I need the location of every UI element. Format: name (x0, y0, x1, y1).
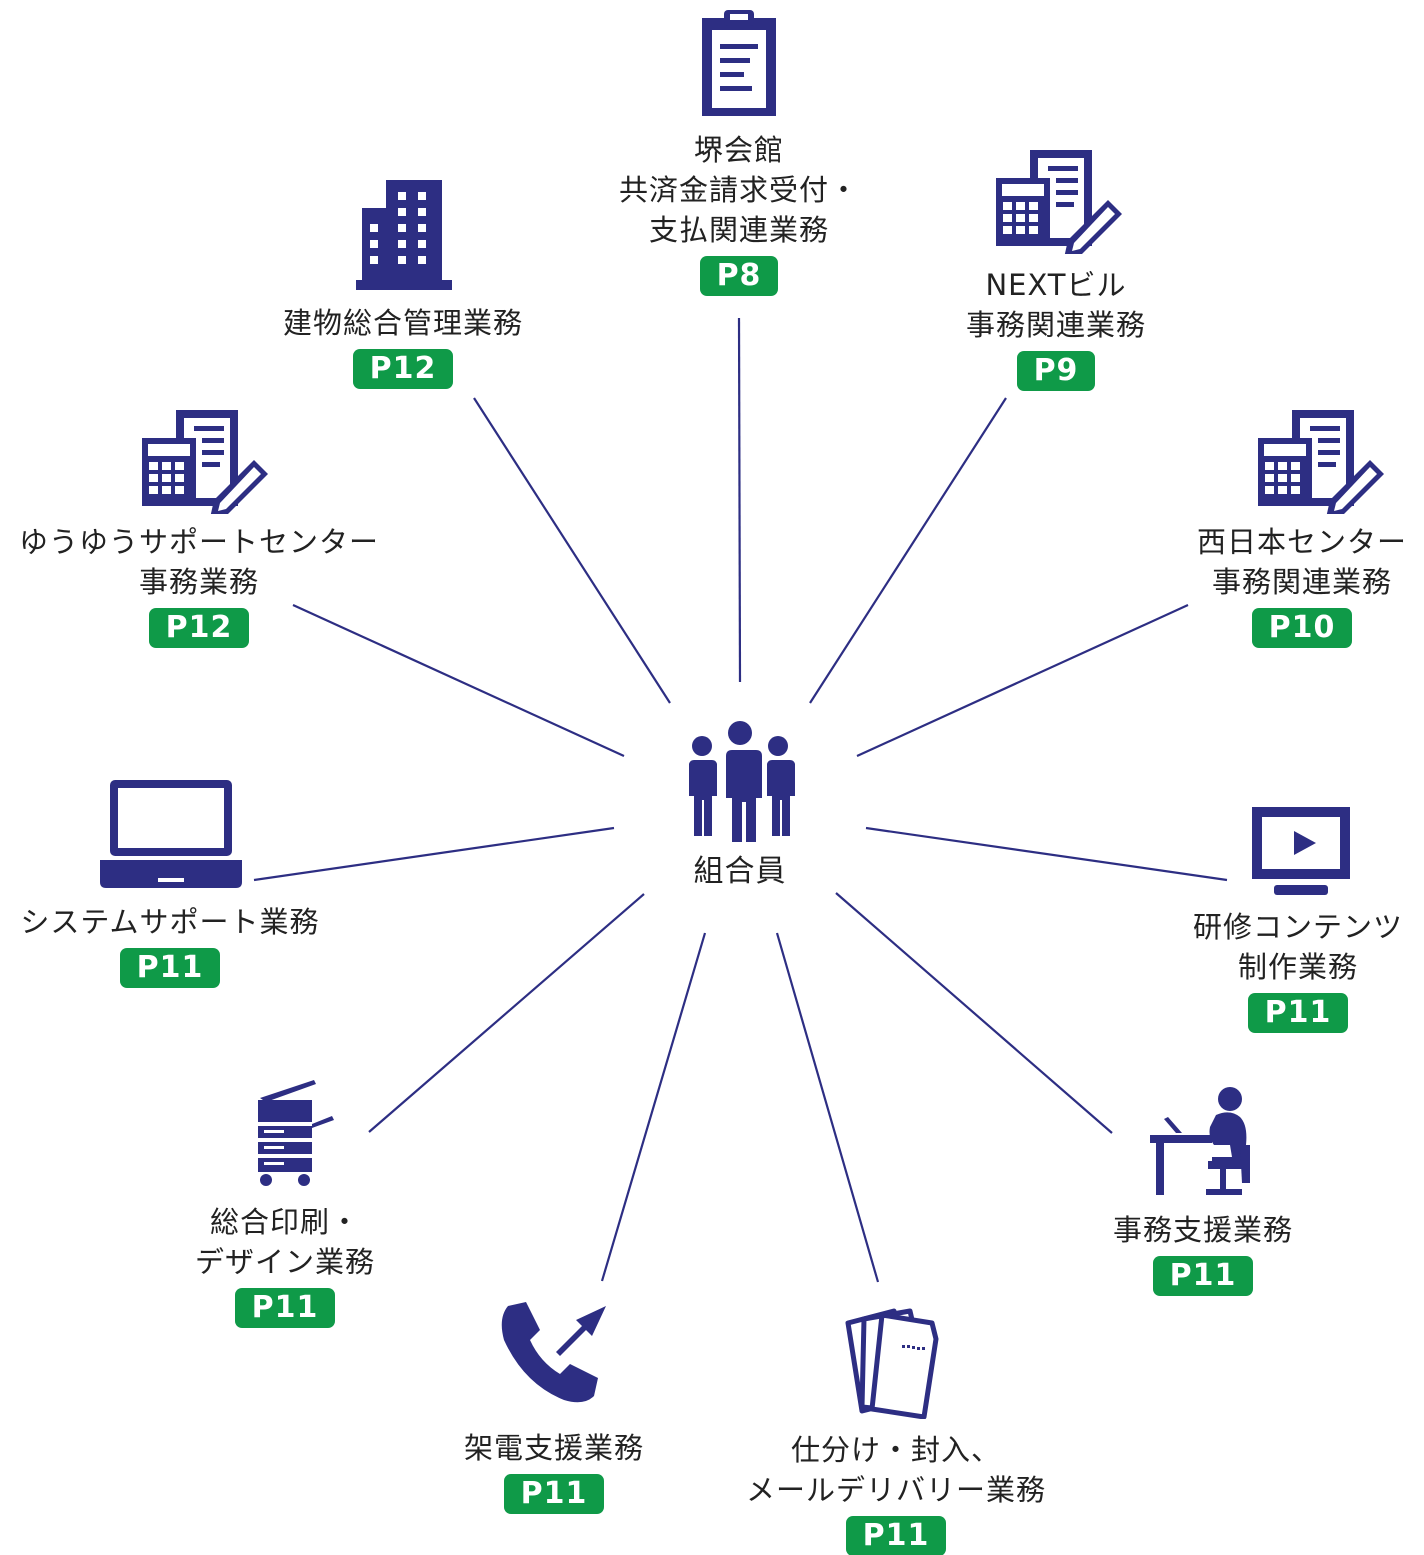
node-tatemono: 建物総合管理業務 P12 (243, 303, 563, 389)
label-line: システムサポート業務 (20, 905, 320, 939)
copier-icon (258, 1080, 334, 1186)
node-label: 仕分け・封入、 メールデリバリー業務 (746, 1430, 1046, 1510)
connector-tatemono (473, 397, 671, 704)
page-badge[interactable]: P11 (1247, 993, 1349, 1033)
connector-insatsu (368, 893, 645, 1133)
label-line: 事務関連業務 (965, 308, 1146, 342)
label-line: 架電支援業務 (463, 1431, 644, 1465)
page-badge[interactable]: P10 (1251, 608, 1353, 648)
connector-kaden (600, 932, 707, 1282)
connector-system (253, 826, 615, 882)
label-line: 総合印刷・ (209, 1205, 360, 1239)
node-label: 西日本センター 事務関連業務 (1197, 522, 1407, 602)
node-label: システムサポート業務 (20, 902, 319, 942)
connector-nishi (856, 603, 1189, 758)
page-badge[interactable]: P11 (845, 1516, 947, 1555)
label-line: 制作業務 (1237, 950, 1358, 984)
node-label: 事務支援業務 (1113, 1210, 1293, 1250)
label-line: ゆうゆうサポートセンター (18, 525, 379, 559)
node-kenshu: 研修コンテンツ 制作業務 P11 (1168, 907, 1424, 1033)
label-line: 事務支援業務 (1112, 1213, 1293, 1247)
label-line: 共済金請求受付・ (618, 173, 859, 207)
connector-sakai (737, 317, 742, 683)
connector-next (809, 397, 1007, 704)
connector-kenshu (865, 826, 1228, 882)
center-label: 組合員 (693, 854, 787, 889)
label-line: デザイン業務 (194, 1245, 375, 1279)
label-line: 研修コンテンツ (1192, 910, 1403, 944)
page-badge[interactable]: P8 (699, 256, 779, 296)
node-next: NEXTビル 事務関連業務 P9 (906, 265, 1206, 391)
calculator-document-icon (1258, 410, 1384, 514)
label-line: 堺会館 (693, 133, 784, 167)
label-line: 事務業務 (138, 565, 259, 599)
connector-yuyu (292, 603, 625, 758)
node-yuyu: ゆうゆうサポートセンター 事務業務 P12 (4, 522, 394, 648)
page-badge[interactable]: P11 (119, 948, 221, 988)
calculator-document-icon (142, 410, 268, 514)
people-group-icon (689, 721, 795, 842)
node-label: 架電支援業務 (464, 1428, 644, 1468)
desk-worker-icon (1150, 1087, 1250, 1195)
clipboard-icon (702, 10, 776, 116)
page-badge[interactable]: P11 (1152, 1256, 1254, 1296)
node-jimushien: 事務支援業務 P11 (1053, 1210, 1353, 1296)
node-sakai: 堺会館 共済金請求受付・ 支払関連業務 P8 (589, 130, 889, 296)
calculator-document-icon (996, 150, 1122, 254)
label-line: メールデリバリー業務 (745, 1473, 1046, 1507)
node-label: 建物総合管理業務 (283, 303, 523, 343)
node-kaden: 架電支援業務 P11 (404, 1428, 704, 1514)
phone-outgoing-icon (501, 1302, 606, 1403)
building-icon (356, 180, 452, 290)
node-system: システムサポート業務 P11 (5, 902, 335, 988)
video-monitor-icon (1252, 807, 1350, 895)
node-nishi: 西日本センター 事務関連業務 P10 (1182, 522, 1422, 648)
label-line: 支払関連業務 (648, 213, 829, 247)
connector-shiwake (775, 932, 880, 1283)
page-badge[interactable]: P11 (503, 1474, 605, 1514)
label-line: 西日本センター (1196, 525, 1407, 559)
laptop-icon (100, 780, 242, 888)
node-shiwake: 仕分け・封入、 メールデリバリー業務 P11 (716, 1430, 1076, 1555)
envelopes-icon (845, 1308, 939, 1419)
label-line: 事務関連業務 (1211, 565, 1392, 599)
page-badge[interactable]: P12 (352, 349, 454, 389)
node-label: 堺会館 共済金請求受付・ 支払関連業務 (619, 130, 859, 250)
node-label: 研修コンテンツ 制作業務 (1193, 907, 1403, 987)
node-label: ゆうゆうサポートセンター 事務業務 (19, 522, 379, 602)
node-label: 総合印刷・ デザイン業務 (195, 1202, 375, 1282)
label-line: NEXTビル (985, 268, 1127, 302)
page-badge[interactable]: P11 (234, 1288, 336, 1328)
page-badge[interactable]: P9 (1016, 351, 1096, 391)
connector-jimushien (835, 892, 1113, 1134)
label-line: 仕分け・封入、 (790, 1433, 1001, 1467)
node-insatsu: 総合印刷・ デザイン業務 P11 (135, 1202, 435, 1328)
page-badge[interactable]: P12 (148, 608, 250, 648)
node-label: NEXTビル 事務関連業務 (966, 265, 1146, 345)
label-line: 建物総合管理業務 (282, 306, 523, 340)
